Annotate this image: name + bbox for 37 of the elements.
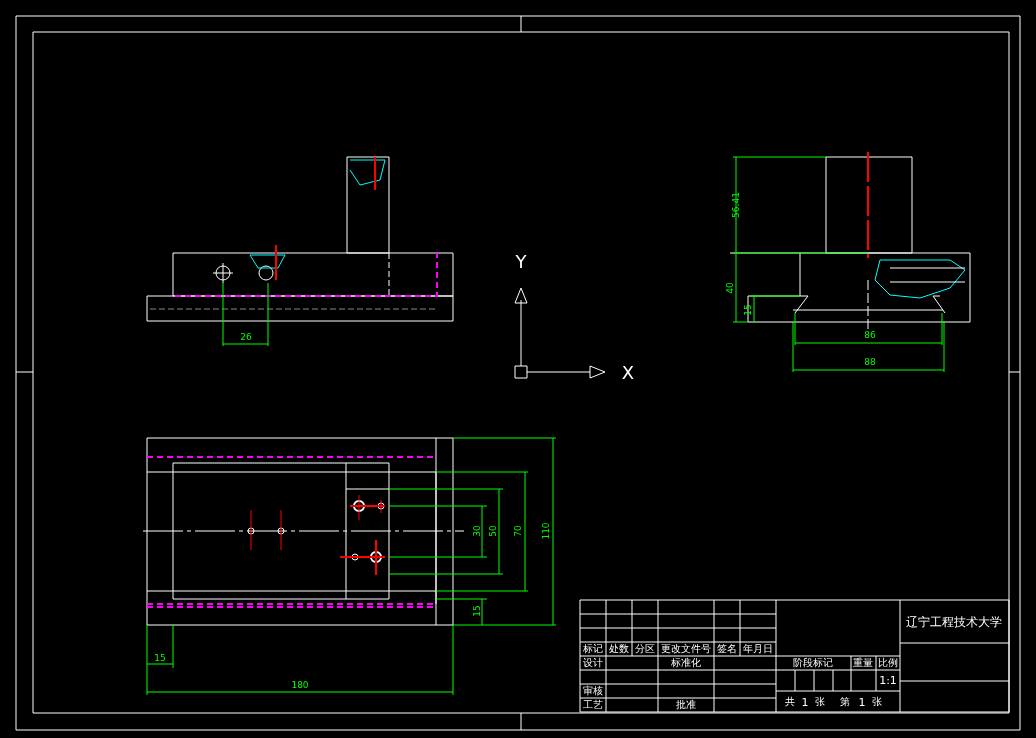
dimension-text: 110 — [541, 522, 551, 540]
title-block-text: 标记 — [583, 644, 603, 654]
title-block-text: 标准化 — [671, 658, 701, 668]
title-block-text: 1 — [858, 696, 866, 708]
dimension-text: 70 — [513, 525, 523, 537]
title-block-text: 处数 — [609, 644, 629, 654]
title-block-text: 更改文件号 — [661, 644, 711, 654]
dimension-text: 15 — [743, 304, 753, 316]
title-block-text: 比例 — [878, 658, 898, 668]
title-block-text: 工艺 — [583, 700, 603, 710]
title-block-text: 设计 — [583, 658, 603, 668]
title-block-text: 张 — [872, 697, 882, 707]
title-block-text: 分区 — [635, 644, 655, 654]
university-name: 辽宁工程技术大学 — [906, 616, 1002, 628]
dimension-text: 40 — [725, 282, 735, 294]
title-block-text: 第 — [840, 697, 850, 707]
dimension-text: 26 — [240, 332, 252, 342]
title-block-text: 共 — [785, 697, 795, 707]
title-block-text: 重量 — [853, 658, 873, 668]
title-block-text: 审核 — [583, 686, 603, 696]
title-block-text: 签名 — [717, 644, 737, 654]
axis-label: Y — [515, 253, 527, 271]
dimension-text: 30 — [472, 525, 482, 537]
title-block-text: 张 — [815, 697, 825, 707]
title-block-text: 阶段标记 — [793, 658, 833, 668]
title-block-text: 批准 — [676, 700, 696, 710]
title-block-text: 年月日 — [743, 644, 773, 654]
dimension-text: 88 — [864, 357, 876, 367]
title-block-text: 1:1 — [879, 674, 897, 686]
axis-label: X — [621, 364, 635, 382]
dimension-text: 15 — [154, 653, 166, 663]
dimension-text: 86 — [864, 330, 876, 340]
dimension-text: 180 — [291, 680, 309, 690]
title-block-text: 1 — [801, 696, 809, 708]
dimension-text: 56.41 — [731, 192, 741, 218]
dimension-text: 50 — [488, 525, 498, 537]
dimension-text: 15 — [472, 605, 482, 617]
